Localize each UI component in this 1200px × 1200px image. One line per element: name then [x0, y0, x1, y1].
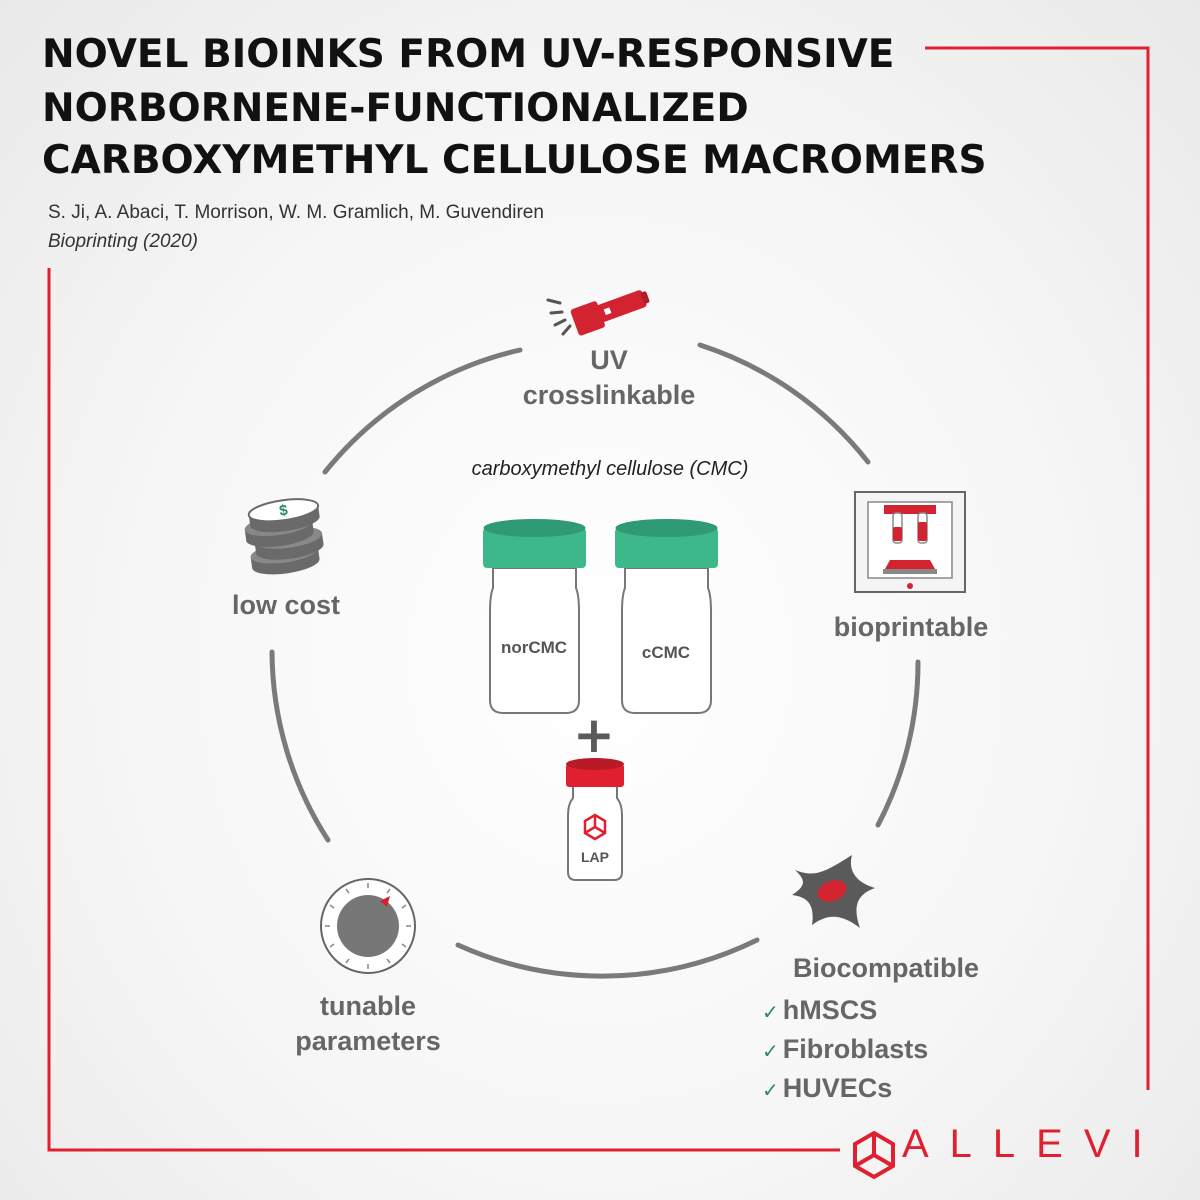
dial-icon — [320, 878, 416, 974]
frame-top-right — [925, 46, 1150, 1090]
check-icon: ✓ — [762, 1002, 779, 1024]
vial-label-ccmc: cCMC — [642, 643, 690, 662]
low-cost-label: low cost — [231, 590, 340, 620]
authors: S. Ji, A. Abaci, T. Morrison, W. M. Gram… — [48, 202, 544, 223]
arc-top-right — [697, 342, 871, 465]
vial-label-norcmc: norCMC — [501, 638, 567, 657]
list-item: ✓HUVECs — [762, 1070, 928, 1109]
vial-lap: LAP — [566, 758, 624, 881]
uv-label-line-2: crosslinkable — [522, 380, 696, 410]
cell-type-name: hMSCS — [782, 995, 878, 1025]
uv-label-line-1: UV — [590, 345, 628, 375]
title-line-1: NOVEL BIOINKS FROM UV-RESPONSIVE — [42, 32, 895, 77]
frame-bottom-left — [47, 268, 840, 1152]
flashlight-icon — [546, 290, 650, 336]
uv-crosslinkable-label: UV crosslinkable — [469, 343, 749, 413]
arc-left — [269, 649, 331, 843]
arc-right — [875, 659, 921, 828]
tunable-parameters-label: tunable parameters — [268, 989, 468, 1059]
vial-ccmc: cCMC — [615, 519, 718, 714]
coin-symbol: $ — [278, 502, 289, 520]
brand-wordmark: ALLEVI — [902, 1122, 1164, 1166]
arc-bottom — [455, 937, 760, 979]
lap-logo-icon — [583, 813, 607, 841]
vial-norcmc: norCMC — [483, 519, 586, 714]
cell-type-name: HUVECs — [782, 1073, 893, 1103]
cell-type-name: Fibroblasts — [782, 1034, 929, 1064]
vial-label-lap: LAP — [581, 849, 609, 865]
cell-icon — [792, 855, 875, 928]
biocompatible-label: Biocompatible — [792, 953, 980, 983]
tunable-label-line-1: tunable — [319, 991, 416, 1021]
tunable-label-line-2: parameters — [295, 1026, 441, 1056]
check-icon: ✓ — [762, 1041, 779, 1063]
title-line-2: NORBORNENE-FUNCTIONALIZED — [42, 86, 749, 131]
title-line-3: CARBOXYMETHYL CELLULOSE MACROMERS — [42, 138, 987, 183]
arc-top-left — [322, 347, 523, 475]
cell-type-list: ✓hMSCS ✓Fibroblasts ✓HUVECs — [762, 992, 928, 1109]
coin-stack-icon: $ — [244, 498, 324, 575]
cycle-arcs — [269, 342, 921, 979]
bioprinter-icon — [854, 491, 966, 593]
journal: Bioprinting (2020) — [48, 231, 198, 252]
plus-sign: + — [573, 706, 615, 764]
bioprintable-label: bioprintable — [833, 612, 989, 642]
list-item: ✓hMSCS — [762, 992, 928, 1031]
allevi-logo-icon — [853, 1130, 895, 1180]
check-icon: ✓ — [762, 1080, 779, 1102]
cmc-label: carboxymethyl cellulose (CMC) — [471, 458, 749, 480]
list-item: ✓Fibroblasts — [762, 1031, 928, 1070]
